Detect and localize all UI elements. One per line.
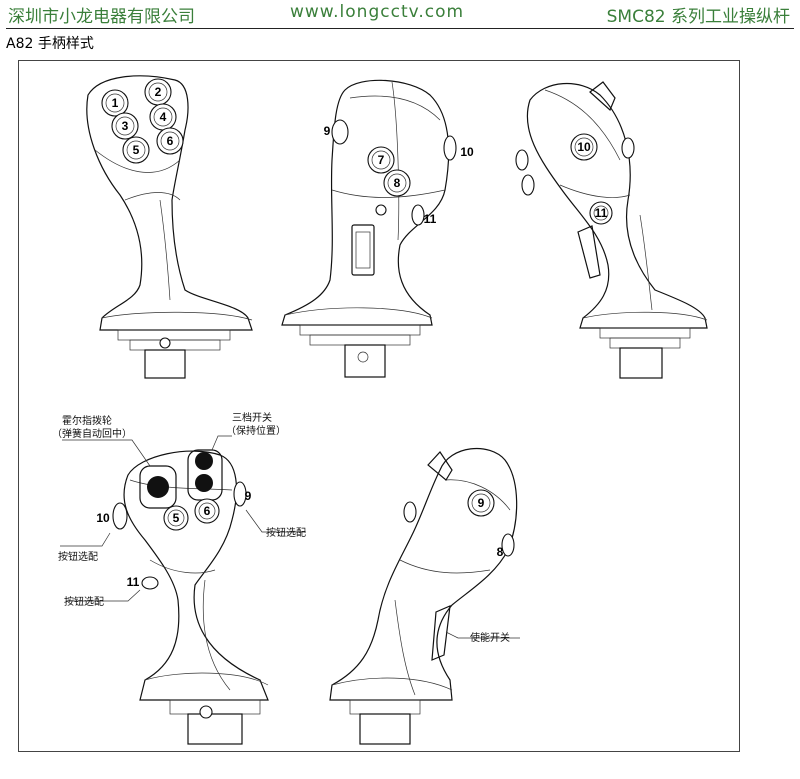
button-1[interactable]: 1 (101, 89, 129, 117)
svg-text:7: 7 (378, 153, 385, 167)
button-6[interactable]: 6 (156, 127, 184, 155)
header-rule (6, 28, 794, 29)
button-6-angled[interactable]: 6 (194, 498, 220, 524)
svg-text:4: 4 (160, 110, 167, 124)
button-11-rear[interactable]: 11 (589, 201, 613, 225)
button-9-label: 9 (324, 124, 331, 138)
button-8[interactable]: 8 (383, 169, 411, 197)
three-position-switch[interactable] (187, 449, 223, 501)
svg-text:3: 3 (122, 119, 129, 133)
svg-text:11: 11 (595, 206, 608, 220)
hall-thumbwheel[interactable] (139, 465, 177, 509)
website-link[interactable]: www.longcctv.com (290, 2, 465, 22)
view-annotated-side: 9 8 使能开关 (329, 447, 520, 745)
switch-label: 三档开关 (232, 411, 272, 424)
drawing-frame (18, 60, 740, 752)
svg-text:6: 6 (204, 504, 211, 518)
button-5[interactable]: 5 (122, 136, 150, 164)
button-2[interactable]: 2 (144, 78, 172, 106)
thumbwheel-label: 霍尔指拨轮 (62, 414, 112, 427)
enable-switch-label: 使能开关 (470, 631, 510, 644)
company-name: 深圳市小龙电器有限公司 (8, 7, 195, 27)
svg-text:9: 9 (478, 496, 485, 510)
button-4[interactable]: 4 (149, 103, 177, 131)
svg-text:1: 1 (112, 96, 119, 110)
svg-text:5: 5 (173, 511, 180, 525)
button-11-label: 11 (424, 212, 437, 226)
svg-text:10: 10 (577, 140, 591, 154)
svg-text:5: 5 (133, 143, 140, 157)
button-10-angled-label: 10 (96, 511, 110, 525)
svg-text:6: 6 (167, 134, 174, 148)
series-title: SMC82 系列工业操纵杆 (606, 7, 790, 27)
page-header: 深圳市小龙电器有限公司 www.longcctv.com SMC82 系列工业操… (0, 0, 800, 30)
button-5-angled[interactable]: 5 (163, 505, 189, 531)
page-subtitle: A82 手柄样式 (6, 36, 94, 52)
button-3[interactable]: 3 (111, 112, 139, 140)
view-annotated-front: 5 6 9 10 11 霍尔指拨轮 （弹簧自动回中） 三档开关 （保持位置） 按… (52, 411, 306, 745)
button-11-angled-label: 11 (127, 575, 140, 589)
button-10-rear[interactable]: 10 (570, 133, 598, 161)
button-option-bottom-label: 按钮选配 (64, 595, 104, 608)
button-9-side[interactable]: 9 (467, 489, 495, 517)
button-option-right-label: 按钮选配 (266, 526, 306, 539)
button-10-label: 10 (460, 145, 474, 159)
view-front-top: 1 2 3 4 5 6 (86, 75, 253, 379)
view-side: 9 10 11 7 8 (281, 79, 474, 378)
button-option-left-label: 按钮选配 (58, 550, 98, 563)
button-7[interactable]: 7 (367, 146, 395, 174)
button-9-angled-label: 9 (245, 489, 252, 503)
thumbwheel-sublabel: （弹簧自动回中） (52, 427, 132, 440)
view-rear-angled: 10 11 (515, 81, 708, 379)
switch-sublabel: （保持位置） (226, 424, 286, 437)
button-8-side-label: 8 (497, 545, 504, 559)
svg-text:2: 2 (155, 85, 162, 99)
svg-text:8: 8 (394, 176, 401, 190)
